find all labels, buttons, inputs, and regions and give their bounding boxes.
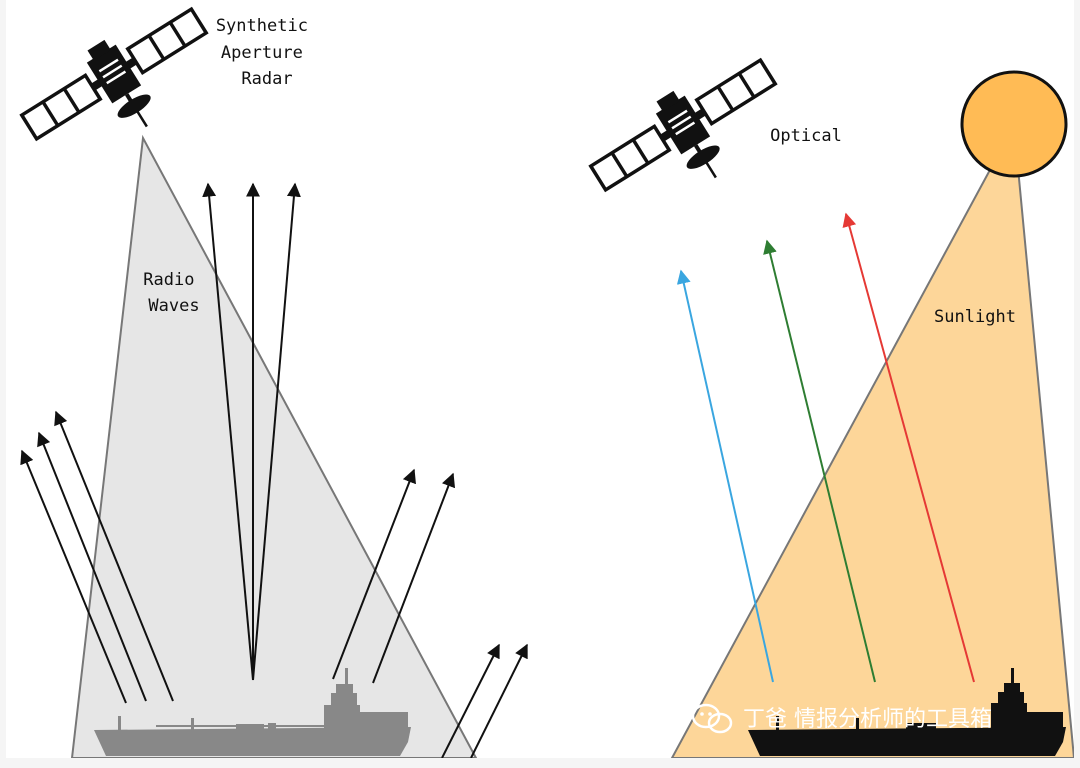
wechat-icon [691,703,733,734]
sar-satellite-icon [19,6,209,142]
optical-ship-icon [748,668,1066,756]
sar-title-line-3: Radar [241,69,292,89]
radar-scatter-arrow [332,468,416,680]
sun-icon [960,70,1068,178]
radio-waves-label: Radio Waves [143,270,204,316]
sar-title-line-1: Synthetic [216,16,308,36]
radar-scatter-arrow [372,472,456,684]
radar-scatter-arrow [20,449,127,704]
radio-waves-line-1: Radio [143,270,194,290]
sar-title-line-2: Aperture [221,43,303,63]
sar-title: Synthetic Aperture Radar [216,16,318,89]
radar-return-arrow [252,182,301,681]
radar-scatter-arrow [37,431,147,702]
reflected-red-ray [842,212,975,683]
optical-title: Optical [770,126,842,146]
radar-scatter-arrow [54,410,174,702]
radio-waves-line-2: Waves [148,296,199,316]
radar-ship-icon [94,668,411,756]
watermark-text: 丁爸 情报分析师的工具箱 [743,707,992,732]
radar-beam [70,134,478,758]
radar-scatter-arrow [470,643,528,758]
radar-return-arrow [202,182,254,681]
reflected-green-ray [763,239,876,683]
radar-scatter-arrow [441,643,500,758]
diagram-canvas: Synthetic Aperture Radar Radio Waves [6,0,1074,758]
sunlight-label: Sunlight [934,307,1016,327]
optical-satellite-icon [588,57,778,193]
reflected-blue-ray [676,269,774,683]
